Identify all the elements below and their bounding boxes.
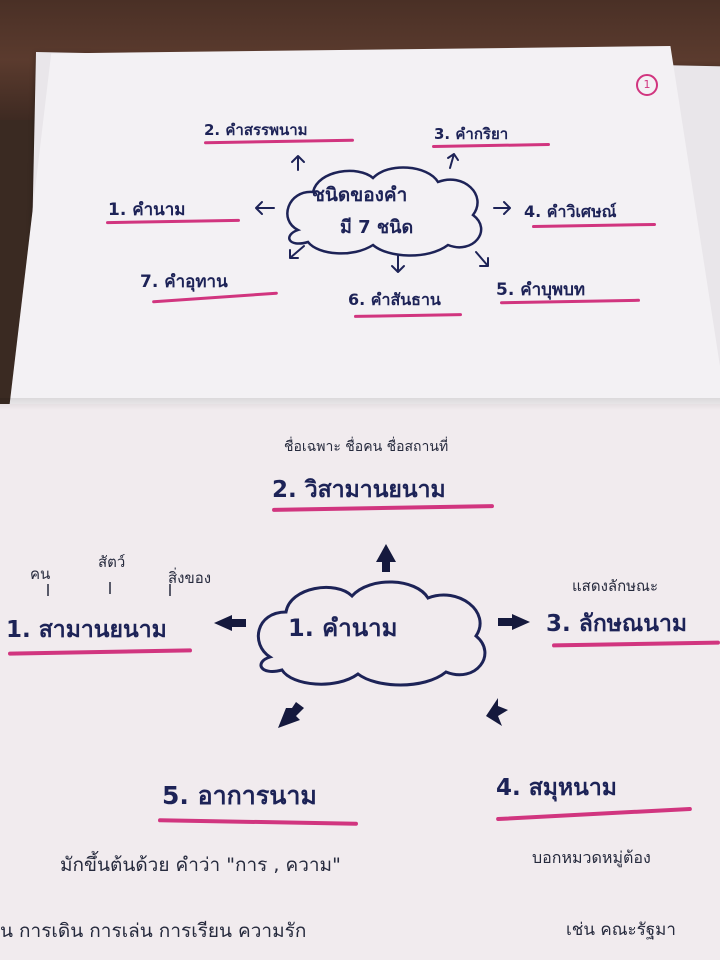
bottom-center-cloud bbox=[256, 580, 487, 687]
branch-1-note-2: สัตว์ bbox=[98, 553, 126, 571]
branch-2-note: ชื่อเฉพาะ ชื่อคน ชื่อสถานที่ bbox=[284, 439, 449, 455]
top-item-3: 3. คำกริยา bbox=[434, 125, 509, 143]
top-center-cloud bbox=[286, 166, 483, 257]
top-item-2: 2. คำสรรพนาม bbox=[204, 121, 308, 139]
branch-1-note-3: สิ่งของ bbox=[168, 569, 212, 587]
top-sheet bbox=[8, 46, 720, 418]
top-item-7: 7. คำอุทาน bbox=[140, 272, 228, 292]
branch-1-note-1: คน bbox=[30, 565, 51, 583]
top-center-line1: ชนิดของคำ bbox=[312, 184, 408, 206]
branch-4-note: บอกหมวดหมู่ต้อง bbox=[532, 848, 651, 867]
examples-left: น การเดิน การเล่น การเรียน ความรัก bbox=[0, 920, 307, 942]
fold-shadow bbox=[0, 398, 720, 410]
bottom-arrows bbox=[214, 544, 530, 728]
branch-5-label: 5. อาการนาม bbox=[162, 781, 317, 810]
top-item-6: 6. คำสันธาน bbox=[348, 290, 441, 309]
branch-4-label: 4. สมุหนาม bbox=[496, 775, 617, 801]
top-center-line2: มี 7 ชนิด bbox=[340, 217, 414, 238]
examples-right: เช่น คณะรัฐมา bbox=[566, 920, 676, 940]
top-item-4: 4. คำวิเศษณ์ bbox=[524, 202, 617, 221]
branch-5-note: มักขึ้นต้นด้วย คำว่า "การ , ความ" bbox=[60, 854, 341, 876]
top-arrows bbox=[255, 153, 511, 273]
branch-3-note: แสดงลักษณะ bbox=[572, 577, 659, 595]
branch-2-label: 2. วิสามานยนาม bbox=[272, 477, 446, 503]
top-item-5: 5. คำบุพบท bbox=[496, 280, 586, 300]
branch-1-label: 1. สามานยนาม bbox=[6, 617, 167, 643]
page-number: 1 bbox=[636, 74, 658, 96]
branch-1-ticks bbox=[47, 582, 171, 596]
top-item-1: 1. คำนาม bbox=[108, 200, 186, 220]
branch-3-label: 3. ลักษณนาม bbox=[546, 611, 688, 637]
bottom-sheet bbox=[0, 404, 720, 960]
bottom-center-label: 1. คำนาม bbox=[288, 614, 398, 642]
